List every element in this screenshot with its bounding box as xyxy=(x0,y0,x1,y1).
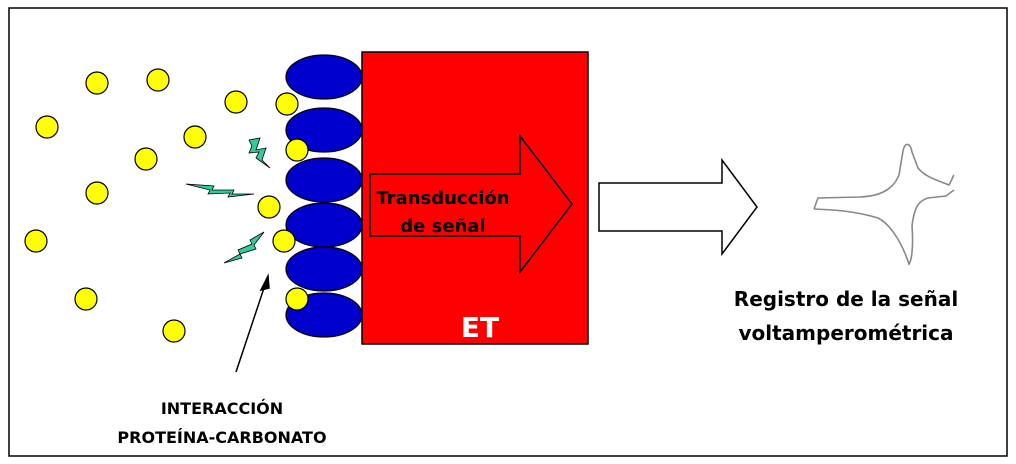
electrode-block xyxy=(361,51,589,345)
transduction-arrow-icon xyxy=(369,133,573,275)
carbonate-particle xyxy=(24,229,48,253)
carbonate-particle xyxy=(134,147,158,171)
transduction-label-line1: Transducción xyxy=(376,188,509,209)
cyclic-voltammogram-icon xyxy=(813,143,955,210)
protein-ellipse xyxy=(285,246,363,292)
carbonate-particle xyxy=(272,229,296,253)
protein-ellipse xyxy=(285,157,363,203)
carbonate-particle xyxy=(146,68,170,92)
record-label-line1: Registro de la señal xyxy=(734,287,958,311)
protein-ellipse xyxy=(285,107,363,153)
carbonate-particle xyxy=(285,138,309,162)
voltammogram-return-path xyxy=(813,189,955,266)
carbonate-particle xyxy=(275,92,299,116)
carbonate-particle xyxy=(85,181,109,205)
carbonate-particle xyxy=(35,115,59,139)
interaction-pointer-head xyxy=(259,273,270,292)
carbonate-particle xyxy=(162,319,186,343)
lightning-bolt-icon xyxy=(223,231,265,264)
carbonate-particle xyxy=(257,195,281,219)
carbonate-particle xyxy=(224,90,248,114)
lightning-bolt-icon xyxy=(185,183,255,198)
lightning-bolt-icon xyxy=(248,137,271,169)
interaction-label-line1: INTERACCIÓN xyxy=(161,399,283,418)
protein-layer xyxy=(285,54,363,338)
interaction-pointer-line xyxy=(235,275,269,373)
carbonate-particles xyxy=(24,68,309,343)
protein-ellipse xyxy=(285,202,363,248)
interaction-label-line2: PROTEÍNA-CARBONATO xyxy=(117,428,326,447)
carbonate-particle xyxy=(85,71,109,95)
transduction-label-line2: de señal xyxy=(400,216,485,237)
carbonate-particle xyxy=(183,125,207,149)
carbonate-particle xyxy=(285,287,309,311)
carbonate-particle xyxy=(74,287,98,311)
record-label-line2: voltamperométrica xyxy=(738,321,953,345)
electrode-label: ET xyxy=(461,311,499,344)
protein-ellipse xyxy=(285,54,363,100)
output-arrow-icon xyxy=(598,157,758,257)
